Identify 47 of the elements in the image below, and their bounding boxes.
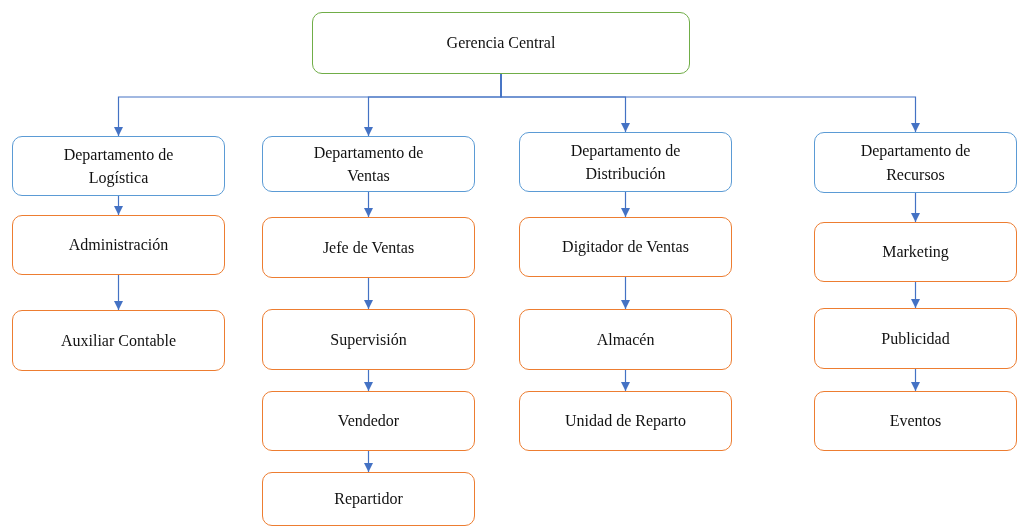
unit-box: [262, 391, 475, 451]
department-box: [12, 136, 225, 196]
arrow: [114, 195, 123, 216]
box-label: Departamento de Ventas: [312, 142, 425, 186]
box-label: Auxiliar Contable: [59, 330, 178, 351]
box-label: Eventos: [888, 411, 943, 432]
box-label: Departamento de Recursos: [859, 141, 972, 185]
unit-box: [12, 310, 225, 371]
unit-box: [262, 472, 475, 526]
unit-box: [519, 217, 732, 277]
arrow: [621, 276, 630, 310]
unit-box: [262, 217, 475, 278]
box-label: Digitador de Ventas: [561, 237, 690, 258]
management-box: [312, 12, 690, 74]
arrow: [114, 274, 123, 311]
arrow: [911, 368, 920, 392]
box-label: Unidad de Reparto: [564, 411, 687, 432]
unit-box: [519, 309, 732, 370]
department-box: [519, 132, 732, 192]
unit-box: [814, 222, 1017, 282]
box-label: Almacén: [595, 329, 656, 350]
department-box: [814, 132, 1017, 193]
box-label: Supervisión: [329, 329, 408, 351]
arrow: [364, 369, 373, 392]
arrow: [364, 450, 373, 473]
department-box: [262, 136, 475, 192]
box-label: Departamento de Logística: [62, 144, 175, 189]
arrow: [500, 73, 920, 133]
box-label: Publicidad: [880, 328, 951, 349]
box-label: Repartidor: [333, 489, 404, 510]
arrow: [911, 281, 920, 309]
box-label: Marketing: [881, 242, 950, 263]
arrow: [364, 191, 373, 218]
box-label: Administración: [67, 235, 170, 256]
arrow: [621, 191, 630, 218]
unit-box: [12, 215, 225, 275]
unit-box: [814, 391, 1017, 451]
box-label: Vendedor: [336, 411, 401, 432]
box-label: Departamento de Distribución: [569, 140, 682, 184]
unit-box: [262, 309, 475, 370]
unit-box: [519, 391, 732, 451]
unit-box: [814, 308, 1017, 369]
arrow: [621, 369, 630, 392]
box-label: Gerencia Central: [445, 33, 557, 54]
arrow: [911, 192, 920, 223]
box-label: Jefe de Ventas: [321, 237, 416, 258]
arrow: [364, 277, 373, 310]
